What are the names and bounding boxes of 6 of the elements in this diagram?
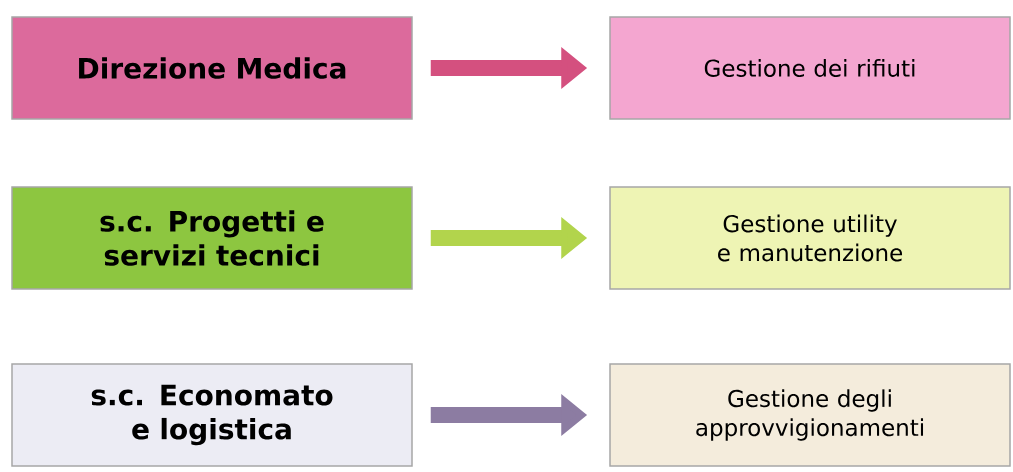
process-box: Gestione degli approvvigionamenti	[609, 363, 1011, 467]
process-box: Gestione dei rifiuti	[609, 16, 1011, 120]
process-box: s.c. Progetti e servizi tecnici	[11, 186, 413, 290]
process-box: Direzione Medica	[11, 16, 413, 120]
process-box: Gestione utility e manutenzione	[609, 186, 1011, 290]
process-box: s.c. Economato e logistica	[11, 363, 413, 467]
